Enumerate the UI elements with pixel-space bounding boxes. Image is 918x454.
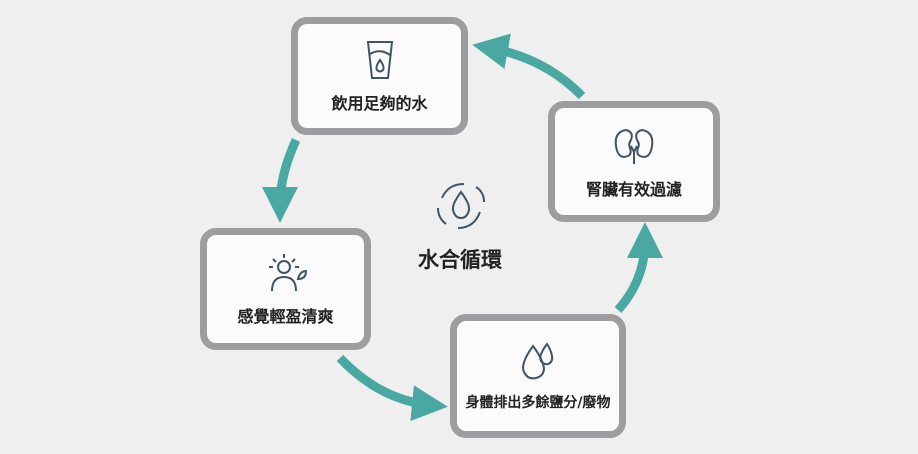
step-feel-light: 感覺輕盈清爽 [200,228,371,350]
arrow-step4-to-step1 [262,138,301,223]
step-excrete-waste: 身體排出多餘鹽分/廢物 [450,314,626,438]
arrow-step3-to-step4 [336,354,448,422]
kidneys-icon [614,128,654,164]
cycle-title: 水合循環 [418,248,502,272]
water-glass-icon [366,41,393,79]
step-label: 感覺輕盈清爽 [237,307,334,326]
step-label: 飲用足夠的水 [331,94,428,113]
person-sun-leaf-icon [268,254,307,292]
step-label: 腎臟有效過濾 [585,179,682,199]
arrow-step1-to-step2 [472,33,586,100]
step-label: 身體排出多餘鹽分/廢物 [465,395,611,411]
arrow-step2-to-step3 [614,222,663,314]
water-drops-icon [522,342,554,380]
step-drink-water: 飲用足夠的水 [291,17,468,135]
step-kidney-filter: 腎臟有效過濾 [548,101,720,222]
recycle-water-icon [437,183,485,229]
